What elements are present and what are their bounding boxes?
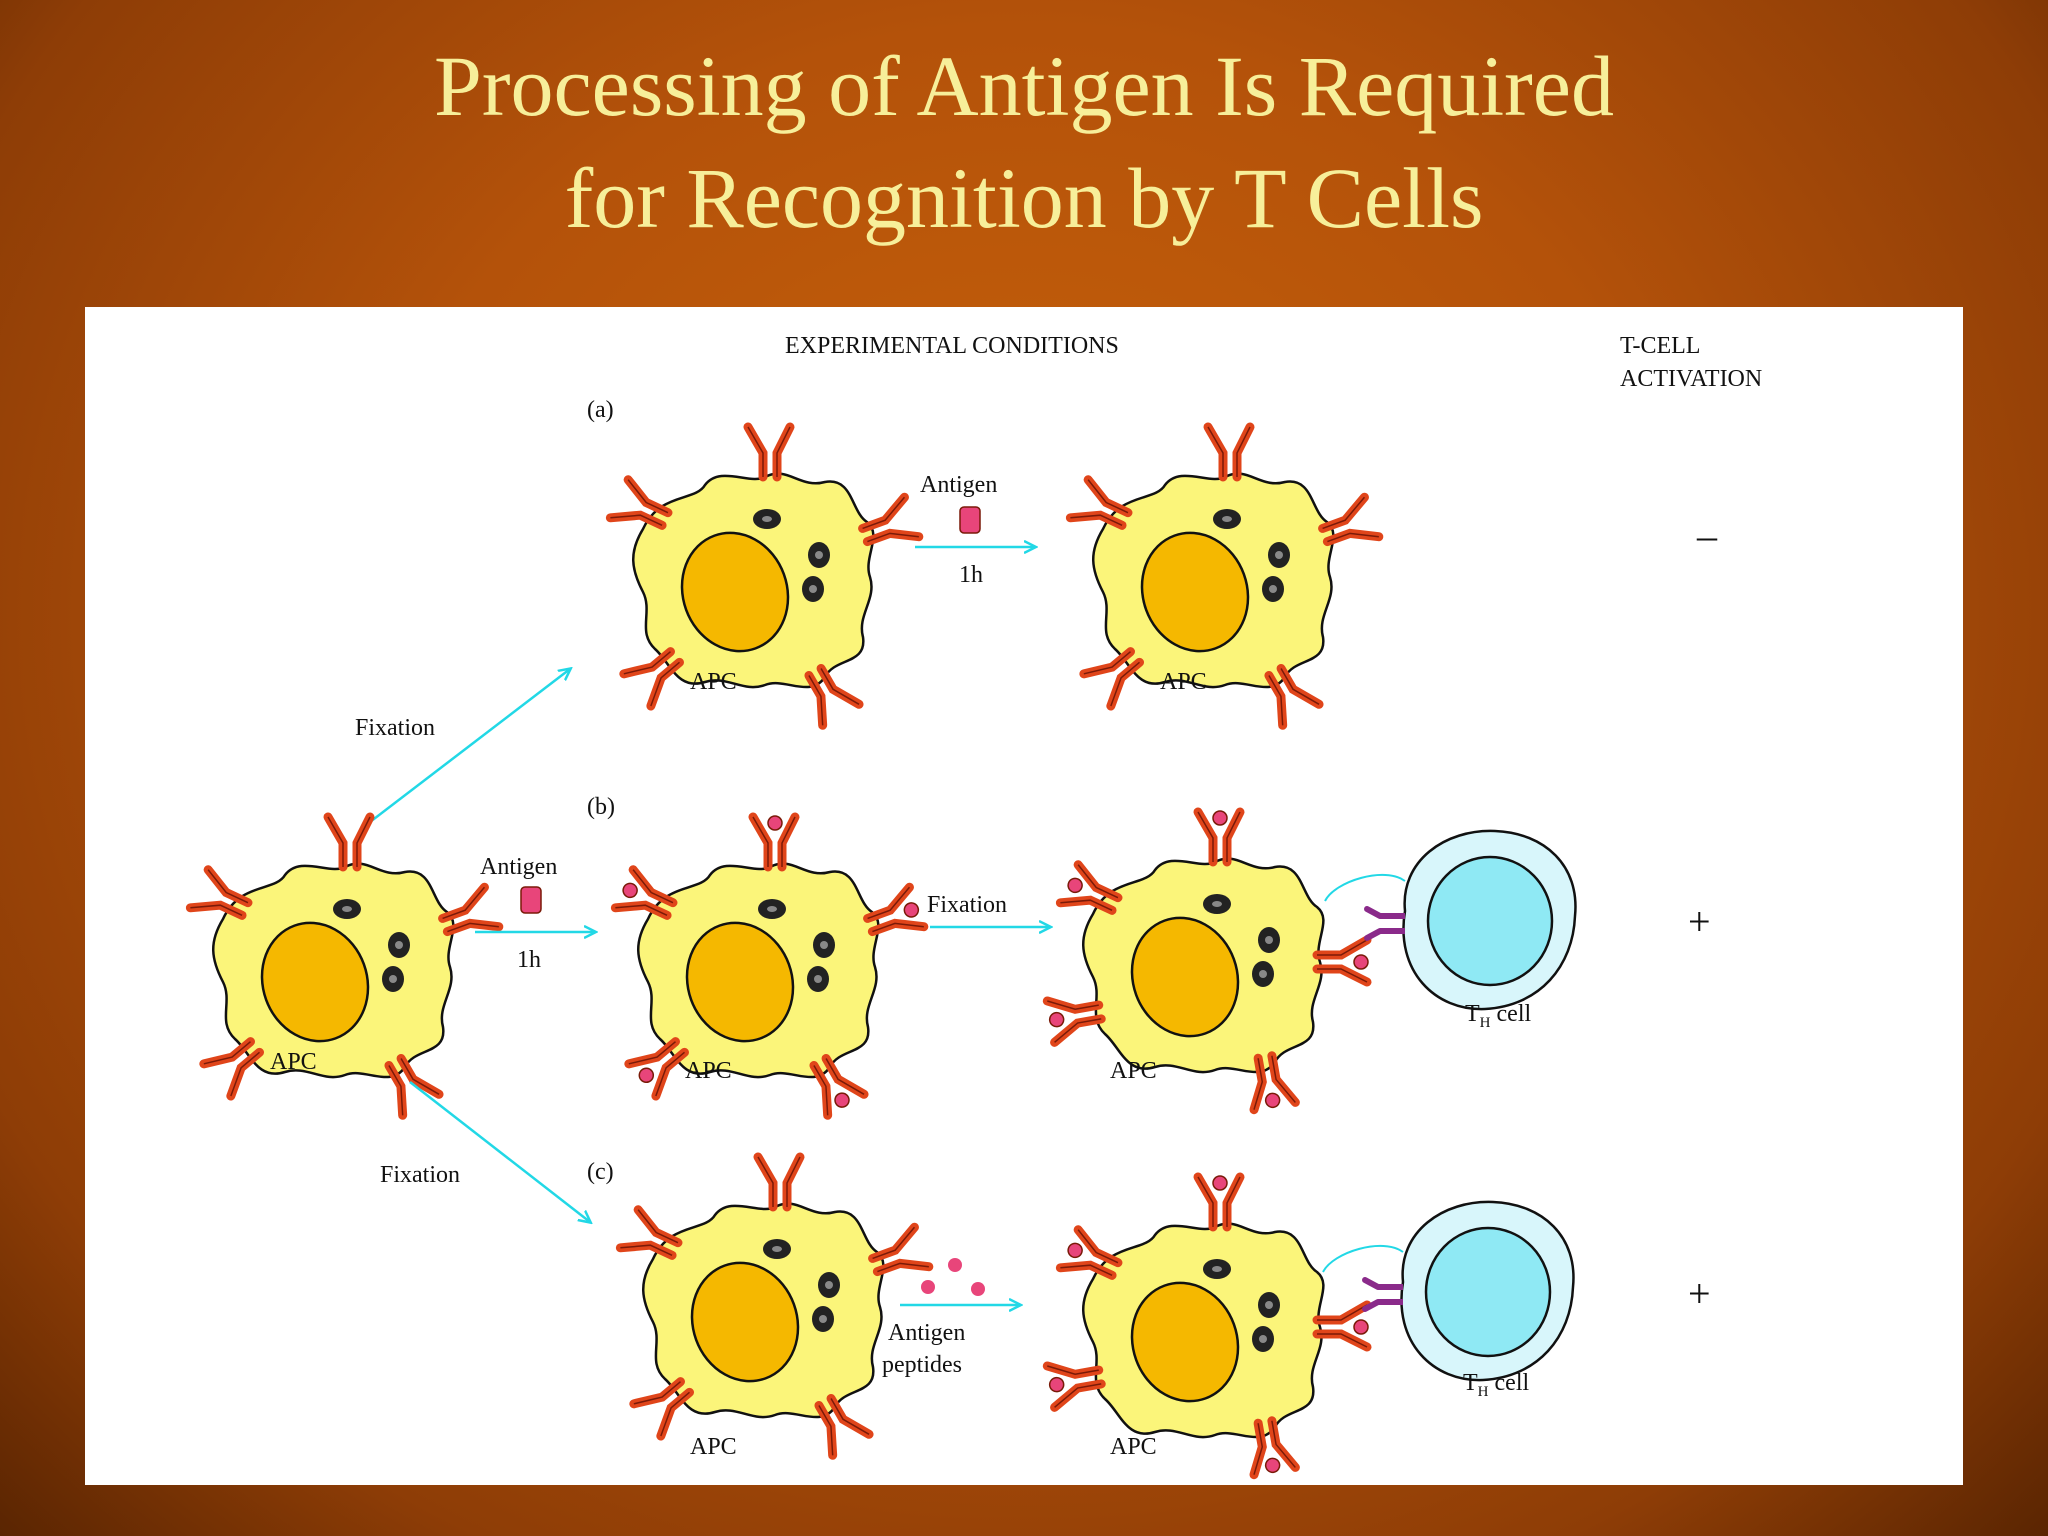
panel-label-a: (a) bbox=[587, 397, 614, 423]
title-line-1: Processing of Antigen Is Required bbox=[434, 38, 1614, 134]
peptide-dot-3 bbox=[971, 1282, 985, 1296]
apc-label-a1: APC bbox=[690, 669, 737, 695]
result-a: – bbox=[1696, 513, 1718, 558]
antigen-processing-diagram: EXPERIMENTAL CONDITIONS T-CELL ACTIVATIO… bbox=[85, 333, 1762, 1485]
peptide-dot-1 bbox=[948, 1258, 962, 1272]
apc-label-b2: APC bbox=[1110, 1058, 1157, 1084]
apc-cell-a1 bbox=[610, 427, 918, 725]
header-experimental-conditions: EXPERIMENTAL CONDITIONS bbox=[785, 333, 1119, 359]
apc-label-c1: APC bbox=[690, 1434, 737, 1460]
antigen-label-a: Antigen bbox=[920, 472, 997, 498]
apc-label-start: APC bbox=[270, 1049, 317, 1075]
panel-label-c: (c) bbox=[587, 1159, 614, 1185]
fixation-label-up: Fixation bbox=[355, 715, 435, 741]
result-c: + bbox=[1688, 1271, 1711, 1316]
antigen-icon-b bbox=[520, 886, 542, 914]
apc-cell-c2 bbox=[1046, 1176, 1368, 1476]
apc-label-a2: APC bbox=[1160, 669, 1207, 695]
apc-label-c2: APC bbox=[1110, 1434, 1157, 1460]
slide-title: Processing of Antigen Is Required for Re… bbox=[0, 30, 2048, 254]
fixation-label-b: Fixation bbox=[927, 892, 1007, 918]
time-label-a: 1h bbox=[959, 562, 983, 588]
apc-cell-c1 bbox=[620, 1157, 928, 1455]
time-label-b: 1h bbox=[517, 947, 541, 973]
antigen-label-b: Antigen bbox=[480, 854, 557, 880]
antigen-peptides-label-1: Antigen bbox=[888, 1320, 965, 1346]
apc-cell-b1 bbox=[614, 816, 924, 1116]
antigen-peptides-label-2: peptides bbox=[882, 1352, 962, 1378]
apc-label-b1: APC bbox=[685, 1058, 732, 1084]
diagram-panel: EXPERIMENTAL CONDITIONS T-CELL ACTIVATIO… bbox=[85, 307, 1963, 1485]
antigen-icon-a bbox=[959, 506, 981, 534]
fixation-label-down: Fixation bbox=[380, 1162, 460, 1188]
title-line-2: for Recognition by T Cells bbox=[564, 150, 1484, 246]
arrow-fixation-up bbox=[369, 669, 570, 823]
th-cell-c bbox=[1323, 1202, 1573, 1380]
panel-label-b: (b) bbox=[587, 794, 615, 820]
apc-cell-a2 bbox=[1070, 427, 1378, 725]
arrow-fixation-down bbox=[409, 1081, 590, 1222]
peptide-dot-2 bbox=[921, 1280, 935, 1294]
header-tcell-activation-2: ACTIVATION bbox=[1620, 366, 1762, 392]
header-tcell-activation-1: T-CELL bbox=[1620, 333, 1700, 359]
apc-cell-b2 bbox=[1046, 811, 1368, 1111]
result-b: + bbox=[1688, 899, 1711, 944]
apc-cell-start bbox=[190, 817, 498, 1115]
